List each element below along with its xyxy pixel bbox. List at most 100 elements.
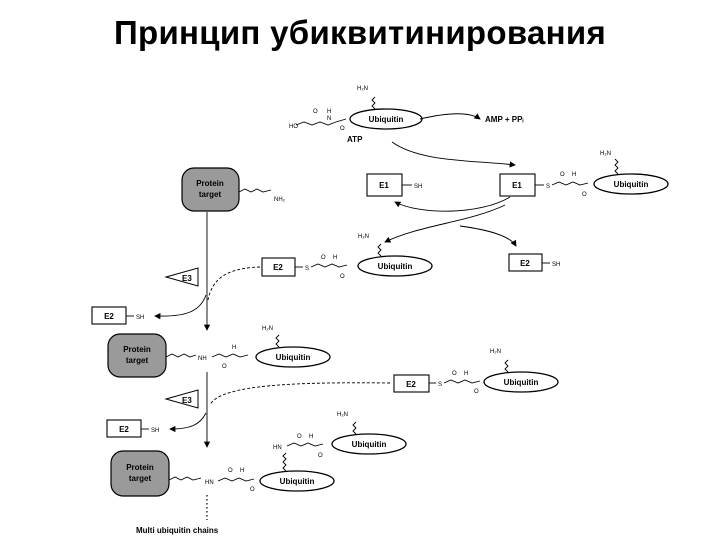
slide-title: Принцип убиквитинирования (113, 14, 607, 51)
o-label: O (474, 389, 479, 395)
e3-triangle (164, 267, 199, 287)
e2-sh-left-group-1: E2 SH (91, 306, 144, 325)
e2-ubiquitin-group: E2 S O H O Ubiquitin H₂N (261, 234, 433, 280)
o-label: O (318, 453, 323, 459)
e1-sh-group: E1 SH (366, 173, 422, 197)
o-label: O (340, 274, 345, 280)
amp-ppi-label: AMP + PPᵢ (485, 115, 524, 124)
protein-label: Protein (196, 179, 224, 188)
ubiquitin-atp-group: Ubiquitin H₂N HO O H N O ATP AMP + PPᵢ (289, 86, 524, 144)
protein-target-mid: Protein target NH H O Ubiquitin H₂N (107, 326, 331, 378)
h-label: H (240, 468, 244, 474)
e3-label: E3 (182, 274, 192, 283)
e3-label: E3 (182, 396, 192, 405)
o-label: O (222, 364, 227, 370)
sh-label: SH (136, 315, 144, 321)
o-label: O (228, 468, 233, 474)
atp-label: ATP (347, 135, 363, 144)
h2n-label: H₂N (600, 151, 611, 157)
arrow-e1-to-e2 (384, 204, 506, 243)
h-label: H (232, 345, 236, 351)
e2-label: E2 (119, 425, 129, 434)
ubiquitin-node-chain (331, 433, 407, 455)
e3-group-2: E3 (164, 389, 199, 409)
ubiquitin-label: Ubiquitin (369, 115, 404, 124)
ho-label: HO (289, 124, 298, 130)
ubiquitin-label: Ubiquitin (504, 378, 539, 387)
h-label: H (327, 109, 331, 115)
o-label: O (297, 434, 302, 440)
nh-label: NH (198, 356, 207, 362)
s-label: S (546, 184, 550, 190)
arrow-release-e2-1 (154, 294, 207, 320)
ubiquitin-node-e2 (357, 255, 433, 277)
protein-target-box (107, 333, 167, 378)
sh-label: SH (552, 262, 560, 268)
ubiquitin-label: Ubiquitin (352, 440, 387, 449)
arrow-to-e2sh (459, 225, 517, 247)
o-label: O (250, 487, 255, 493)
multi-ubiquitin-chains-label: Multi ubiquitin chains (136, 526, 219, 535)
protein-label: Protein (123, 345, 151, 354)
sh-label: SH (151, 428, 159, 434)
ubiquitin-node-bottom (259, 470, 335, 492)
protein-target-top: Protein target NH₂ (181, 167, 286, 212)
s-label: S (438, 382, 442, 388)
e2-ubiquitin-group-2: E2 S O H O Ubiquitin H₂N (393, 349, 559, 395)
o-label: O (340, 126, 345, 132)
ubiquitin-label: Ubiquitin (378, 262, 413, 271)
e2-box (393, 374, 430, 393)
h-label: H (572, 172, 576, 178)
arrow-e2-transfer-2 (209, 382, 391, 406)
arrow-to-amp (419, 113, 481, 120)
h2n-label: H₂N (490, 349, 501, 355)
ubiquitin-node-mid (255, 346, 331, 368)
e2-sh-right-group: E2 SH (508, 253, 560, 272)
nh2-label: NH₂ (274, 197, 286, 203)
target-label: target (126, 356, 149, 365)
e2-sh-left-group-2: E2 SH (106, 419, 159, 438)
e3-group-1: E3 (164, 267, 199, 287)
h2n-label: H₂N (262, 326, 273, 332)
ubiquitin-label: Ubiquitin (276, 353, 311, 362)
e2-label: E2 (273, 263, 283, 272)
arrow-e2-transfer-1 (207, 266, 261, 301)
hn-label: HN (273, 445, 282, 451)
e2-box (508, 253, 543, 272)
target-label: target (129, 474, 152, 483)
o-label: O (452, 371, 457, 377)
protein-target-bottom: Protein target HN O H O Ubiquitin HN O H… (110, 412, 407, 497)
arrow-e1-regenerate (394, 196, 511, 212)
ubiquitin-node-e1 (593, 173, 669, 195)
o-label: O (560, 172, 565, 178)
o-label: O (321, 255, 326, 261)
e2-label: E2 (520, 259, 530, 268)
e2-label: E2 (104, 312, 114, 321)
o-label: O (313, 109, 318, 115)
s-label: S (305, 266, 309, 272)
arrow-release-e2-2 (169, 412, 207, 433)
ubiquitin-node-e2-2 (483, 371, 559, 393)
n-label: N (327, 116, 331, 122)
protein-target-box (181, 167, 240, 212)
e2-label: E2 (406, 380, 416, 389)
sh-label: SH (414, 184, 422, 190)
e1-label: E1 (512, 181, 522, 190)
e1-ubiquitin-group: E1 S O H O Ubiquitin H₂N (499, 151, 669, 198)
h-label: H (333, 255, 337, 261)
ubiquitin-label: Ubiquitin (280, 477, 315, 486)
h2n-label: H₂N (357, 86, 368, 92)
h-label: H (464, 371, 468, 377)
h2n-label: H₂N (358, 234, 369, 240)
e1-label: E1 (379, 181, 389, 190)
arrow-atp-to-e1 (391, 141, 516, 168)
h-label: H (309, 434, 313, 440)
protein-label: Protein (126, 463, 154, 472)
e2-box (91, 306, 127, 325)
target-label: target (199, 190, 222, 199)
protein-target-box (110, 450, 170, 497)
e2-box (106, 419, 142, 438)
ubiquitin-label: Ubiquitin (614, 180, 649, 189)
e3-triangle (164, 389, 199, 409)
